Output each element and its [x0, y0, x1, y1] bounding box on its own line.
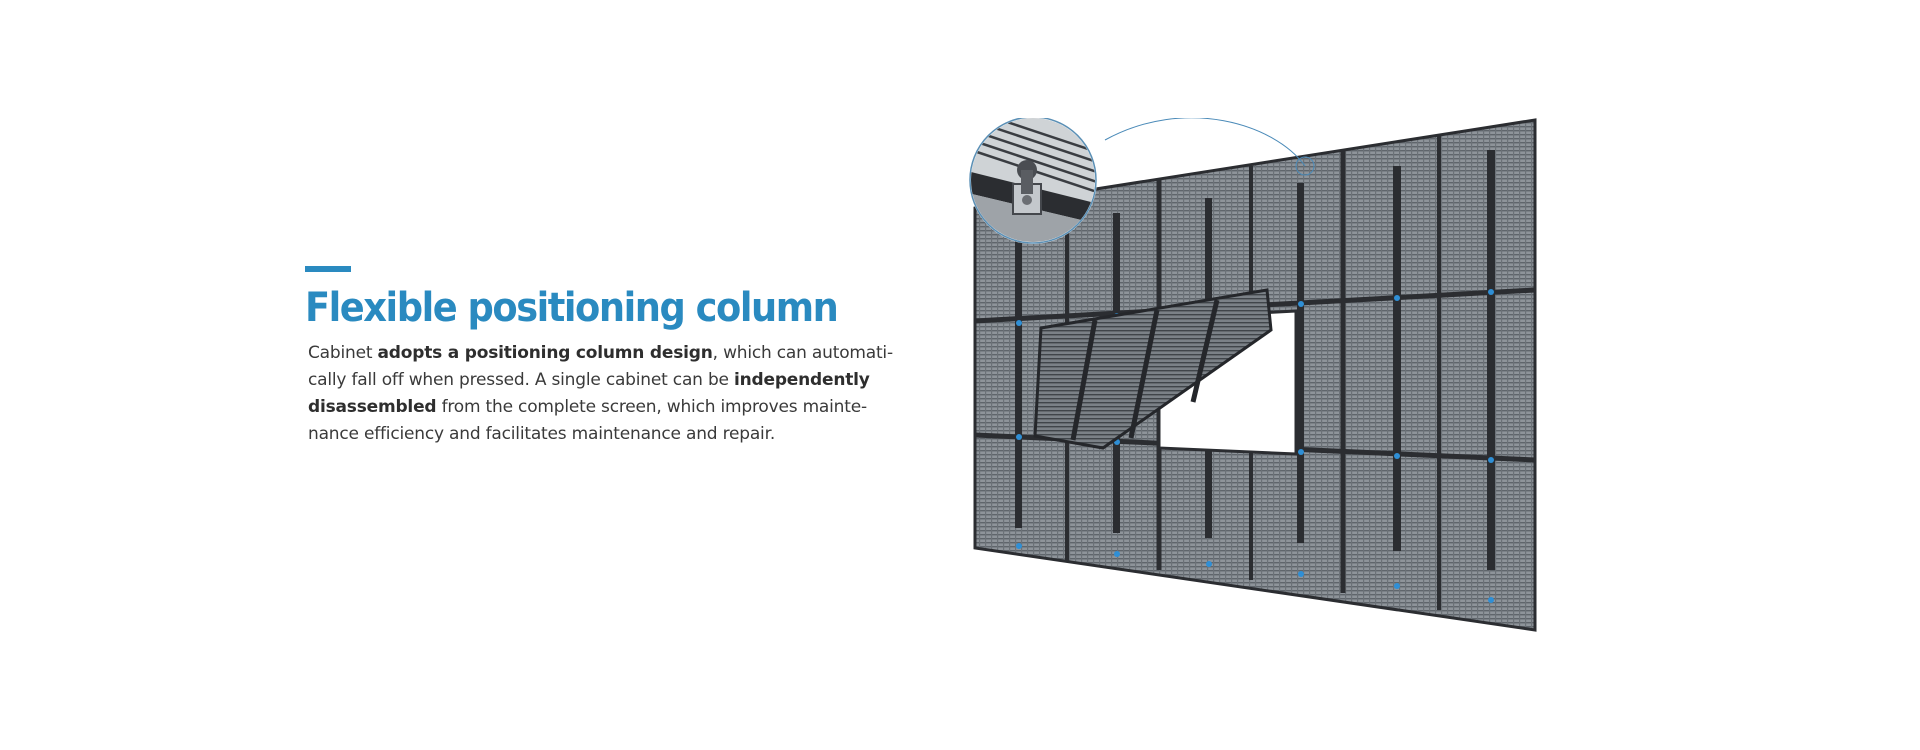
positioning-column-icon: [1012, 160, 1042, 215]
feature-description: Cabinet adopts a positioning column desi…: [308, 340, 903, 448]
desc-bold-1: adopts a positioning column design: [377, 343, 713, 363]
feature-title: Flexible positioning column: [305, 285, 839, 331]
feature-text-block: Flexible positioning column Cabinet adop…: [305, 266, 905, 448]
detached-cabinet: [1033, 288, 1273, 450]
led-cabinet-illustration: [955, 118, 1595, 638]
accent-bar: [305, 266, 351, 272]
desc-text-3: from the complete screen, which improves…: [308, 397, 867, 444]
led-wall-svg: [969, 118, 1537, 632]
desc-text-2: , which can automati-cally fall off when…: [308, 343, 893, 390]
desc-bold-2: independently disassembled: [308, 370, 870, 417]
desc-text-1: Cabinet: [308, 343, 378, 363]
callout-target: [1295, 156, 1315, 176]
callout-line: [1104, 118, 1306, 167]
